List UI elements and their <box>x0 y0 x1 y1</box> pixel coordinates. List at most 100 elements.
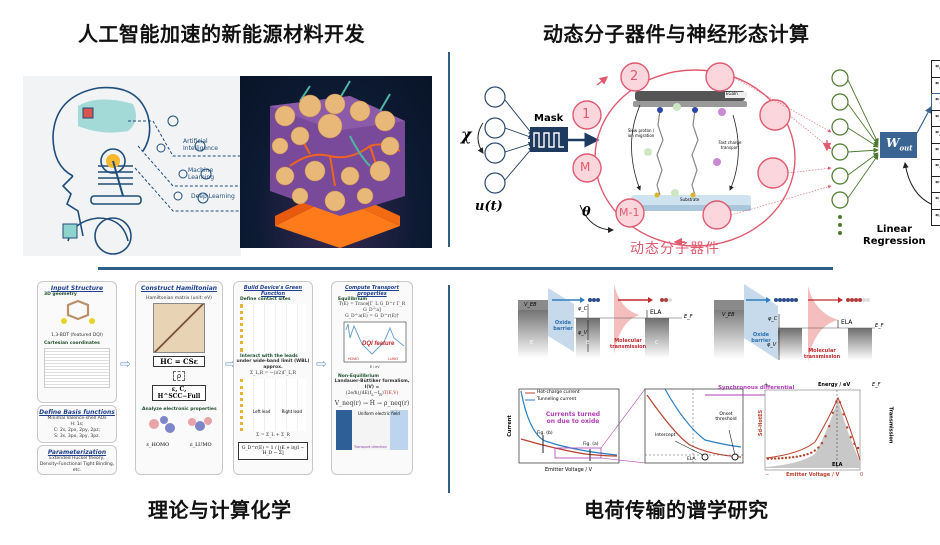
cartesian-label: Cartesian coordinates <box>44 341 100 346</box>
data-point <box>802 454 806 457</box>
output-class-cell: "1" <box>931 76 940 94</box>
transmission-chart: Energy / eV E_F + Sd-HotES Transmission … <box>758 382 940 482</box>
veb-label: V_EB <box>722 312 735 318</box>
data-point <box>835 400 838 403</box>
dqi-transmission-plot: DQI feature HOMO LUMO E / eV <box>343 321 407 369</box>
fig-a-label: Fig. (a) <box>583 442 599 447</box>
oxide-barrier-label: Oxide barrier <box>751 332 771 344</box>
reservoir-node <box>705 62 735 92</box>
electrode-b: B <box>586 340 590 346</box>
output-class-cell: "3" <box>931 109 940 127</box>
data-point <box>828 424 831 428</box>
lumo-label: ε_LUMO <box>190 442 212 448</box>
ef-label: E_F <box>875 323 884 329</box>
theta-symbol: θ <box>582 205 591 220</box>
green-eq-box: G_D^r(E) = 1 / [(E + iη)I − H_D − Σ] <box>238 442 308 460</box>
ela-label: ELA <box>650 309 662 316</box>
contact-matrix <box>240 304 306 352</box>
electric-field-illustration: Uniform electric field Transport directi… <box>336 409 408 450</box>
data-point <box>817 446 820 449</box>
transmission-axis-label: Transmission <box>887 406 894 444</box>
molecule-name: 1,3-BDT (featured DQI) <box>51 333 103 338</box>
input-nodes <box>484 86 506 194</box>
title-ai-materials: 人工智能加速的新能源材料开发 <box>78 22 365 46</box>
data-point <box>795 455 798 458</box>
current-axis-label: Current <box>506 415 513 437</box>
card-input-structure: Input Structure 3D geometry 1,3-BDT (fea… <box>37 281 117 403</box>
input-label: u(t) <box>475 199 503 214</box>
emitter-voltage-axis-label: Emitter Voltage / V <box>545 467 593 473</box>
intercept-label: Intercept <box>655 433 676 438</box>
data-point <box>831 411 834 414</box>
energy-diagram-1: V_EB φ_C Oxide barrier φ_V ELA E_F Molec… <box>512 282 712 362</box>
left-lead-label: Left lead <box>253 409 271 414</box>
data-point <box>838 401 842 404</box>
data-point <box>781 456 784 460</box>
reservoir-node <box>615 198 645 228</box>
reservoir-node <box>757 157 789 189</box>
transmission-eq: T(E) = Trace[Γ_L G_D^r Γ_R G_D^a] <box>338 302 406 313</box>
synchronous-differential-label: Synchronous differential <box>718 385 795 391</box>
legend-hot-charge: Hot-charge current <box>537 390 580 395</box>
data-point <box>853 442 856 445</box>
param-line: Density-Functional Tight Binding, etc. <box>39 462 115 473</box>
node-label-m-1: M-1 <box>619 206 640 219</box>
device-caption: 动态分子器件 <box>630 241 720 257</box>
regression-line-1: Linear <box>876 224 913 235</box>
energy-axis-label: E / eV <box>370 365 380 369</box>
basis-title: Define Basis functions <box>39 409 115 416</box>
flow-arrow-icon: ⇨ <box>225 357 236 372</box>
title-charge-spectroscopy: 电荷传输的谱学研究 <box>584 498 769 522</box>
data-point <box>799 454 802 458</box>
hamiltonian-title: Construct Hamiltonian <box>140 285 218 292</box>
leads-label: Interact with the leads <box>240 354 298 359</box>
ai-label-deep-learning: Deep Learning <box>191 193 235 200</box>
ela-bottom-label: ELA <box>832 462 843 468</box>
reservoir-node <box>620 62 650 92</box>
data-point <box>792 455 795 459</box>
card-green-function: Build Device's Green Function Define con… <box>233 281 313 475</box>
data-point <box>806 452 809 456</box>
neq-eq: V_neq(r) → Ĥ → ρ_neq(r) <box>334 399 410 407</box>
card-parameterization: Parameterization Extended Huckel theory,… <box>37 445 117 475</box>
electrode-e: E <box>530 340 534 346</box>
output-class-cell: "9" <box>931 208 940 226</box>
emitter-voltage-bottom-label: Emitter Voltage / V <box>786 472 840 478</box>
plus-tick: + <box>764 382 769 388</box>
data-point <box>766 457 770 460</box>
legend-tunneling: Tunneling current <box>537 397 577 402</box>
wout-label: Wout <box>886 136 913 153</box>
output-class-cell: "4" <box>931 126 940 144</box>
flow-arrow-icon: ⇨ <box>120 357 131 372</box>
electrode-c: C <box>655 340 659 346</box>
band-diagram-right <box>714 284 875 362</box>
eq-scc: ε, C, H^SCC−Full <box>152 385 206 401</box>
output-class-cell: "2" <box>931 93 940 111</box>
robot-head-icon <box>52 86 241 255</box>
lumo-tick: LUMO <box>388 357 398 361</box>
regression-label: Linear Regression <box>863 224 926 248</box>
ai-label-artificial-intelligence: Artificial Intelligence <box>183 138 218 152</box>
dqi-feature-label: DQI feature <box>362 341 395 347</box>
green-title: Build Device's Green Function <box>243 285 303 297</box>
rho-box: ρ <box>173 371 185 381</box>
output-class-cell: "0" <box>931 60 940 78</box>
direction-label: Transport direction <box>354 444 387 449</box>
current-eq: (2e/h)∫dE(fL−fR)T(E,V) <box>345 391 399 397</box>
fig-b-label: Fig. (b) <box>537 431 553 436</box>
homo-label: ε_HOMO <box>146 442 170 448</box>
molecular-transmission-label: Molecular transmission <box>803 348 841 360</box>
chi-symbol: χ <box>461 125 472 144</box>
basis-line: C: 2s, 2px, 2py, 2pz; <box>53 428 101 433</box>
substrate-label: Substrate <box>680 197 700 202</box>
title-dynamic-molecular: 动态分子器件与神经形态计算 <box>543 22 810 46</box>
eq-hc: HC = CSε <box>153 356 205 367</box>
card-transport: Compute Transport properties Equilibrium… <box>331 281 413 475</box>
output-class-cell: "5" <box>931 142 940 160</box>
molecular-transmission-label: Molecular transmission <box>609 338 647 350</box>
slow-migration-label: Slow proton / ion migration <box>627 128 655 138</box>
hamiltonian-matrix-heatmap <box>153 303 205 353</box>
minus-tick: − <box>765 472 770 478</box>
output-class-cell: "7" <box>931 175 940 193</box>
output-class-cell: "6" <box>931 159 940 177</box>
